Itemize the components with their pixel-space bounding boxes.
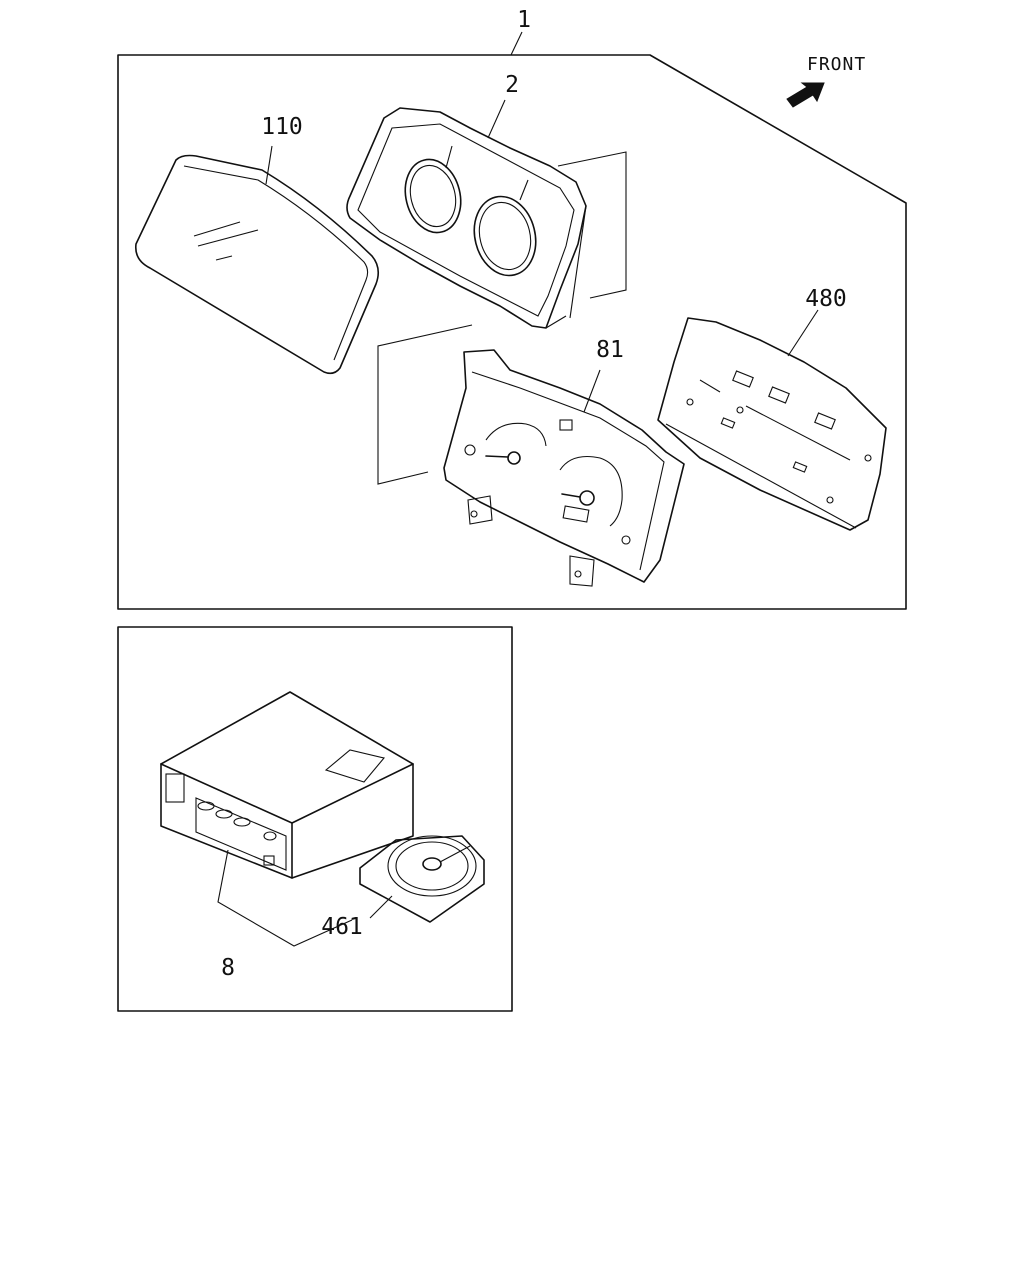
front-indicator: FRONT bbox=[786, 54, 866, 108]
housing-part bbox=[346, 107, 587, 329]
svg-text:1: 1 bbox=[517, 7, 531, 33]
large-gauge bbox=[559, 455, 623, 527]
callout-face-plate[interactable]: 81 bbox=[583, 337, 624, 413]
disc-part bbox=[359, 835, 485, 923]
svg-text:81: 81 bbox=[596, 337, 624, 363]
unit-part bbox=[160, 691, 414, 879]
circuit-board-part bbox=[657, 317, 887, 531]
svg-text:2: 2 bbox=[505, 72, 519, 98]
callout-circuit-board[interactable]: 480 bbox=[787, 286, 847, 357]
small-gauge bbox=[464, 422, 547, 465]
svg-text:110: 110 bbox=[261, 114, 303, 140]
callout-housing[interactable]: 2 bbox=[487, 72, 519, 139]
callout-disc[interactable]: 461 bbox=[321, 895, 393, 940]
unit-frame bbox=[117, 626, 513, 1012]
callout-assembly[interactable]: 1 bbox=[510, 7, 531, 56]
svg-text:461: 461 bbox=[321, 914, 363, 940]
svg-text:FRONT: FRONT bbox=[807, 54, 866, 75]
front-arrow-icon bbox=[786, 82, 825, 108]
callout-lens[interactable]: 110 bbox=[261, 114, 303, 185]
face-plate-part bbox=[443, 349, 685, 587]
svg-text:8: 8 bbox=[221, 955, 235, 981]
lens-part bbox=[134, 154, 380, 375]
assembly-frame bbox=[117, 54, 907, 610]
callout-unit[interactable]: 8 bbox=[217, 849, 353, 981]
bracket-lines bbox=[377, 151, 627, 485]
svg-text:480: 480 bbox=[805, 286, 847, 312]
